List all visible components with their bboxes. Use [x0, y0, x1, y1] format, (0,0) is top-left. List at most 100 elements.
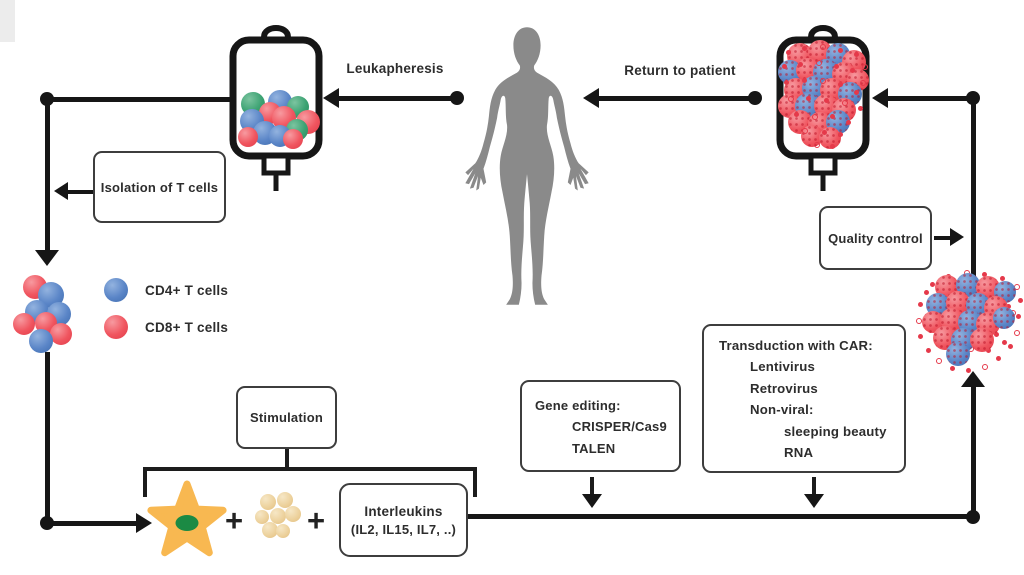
transduction-nonviral: Non-viral:	[750, 402, 814, 418]
gene-editing-title: Gene editing:	[535, 398, 621, 413]
virus-speck	[994, 332, 999, 337]
virus-speck	[1016, 314, 1021, 319]
virus-speck	[930, 282, 935, 287]
virus-speck	[784, 80, 789, 85]
isolation-arrow-line	[66, 190, 93, 194]
main-process-line	[468, 513, 975, 519]
arrowhead-to-star	[136, 513, 152, 533]
virus-speck	[838, 132, 843, 137]
virus-speck	[786, 50, 791, 55]
flow-line-cluster-down	[45, 352, 50, 523]
virus-speck	[850, 68, 855, 73]
virus-speck	[916, 318, 922, 324]
virus-speck	[788, 96, 794, 102]
virus-speck	[812, 114, 818, 120]
quality-control-label: Quality control	[828, 230, 923, 246]
stimulation-label: Stimulation	[250, 410, 323, 425]
virus-speck	[782, 64, 787, 69]
virus-speck	[858, 106, 863, 111]
return-line	[596, 96, 755, 101]
legend-cd4: CD4+ T cells	[104, 278, 228, 302]
virus-speck	[820, 78, 826, 84]
bead-cell	[262, 522, 278, 538]
gene-editing-item-talen: TALEN	[572, 440, 616, 456]
virus-speck	[838, 48, 843, 53]
virus-speck	[834, 64, 839, 69]
junction-dot-bottom-right	[966, 510, 980, 524]
bracket-right-tick	[473, 467, 477, 497]
red-cell	[50, 323, 72, 345]
bag-spout	[808, 153, 838, 176]
virus-speck	[842, 100, 848, 106]
arrowhead-transduction	[804, 494, 824, 508]
cd4-label: CD4+ T cells	[145, 282, 229, 298]
junction-dot-body-left	[450, 91, 464, 105]
bag-spout	[261, 153, 291, 176]
patient-silhouette	[465, 27, 589, 305]
bracket-left-tick	[143, 467, 147, 497]
virus-speck	[838, 82, 843, 87]
legend-cd8: CD8+ T cells	[104, 315, 228, 339]
virus-speck	[822, 130, 827, 135]
red-cell	[283, 129, 303, 149]
junction-dot-right-bag-left	[748, 91, 762, 105]
virus-speck	[802, 78, 807, 83]
virus-speck	[1000, 276, 1005, 281]
bag-handle	[261, 25, 291, 40]
star-core	[175, 515, 199, 531]
interleukins-box: Interleukins (IL2, IL15, IL7, ..)	[339, 483, 468, 557]
flow-line-left-down	[44, 99, 50, 250]
interleukins-title: Interleukins	[364, 503, 443, 519]
arrowhead-into-patient	[583, 88, 599, 108]
virus-speck	[918, 302, 923, 307]
transduction-rna: RNA	[784, 445, 814, 461]
transduction-box: Transduction with CAR: Lentivirus Retrov…	[702, 324, 906, 473]
virus-speck	[846, 120, 851, 125]
transduction-retrovirus: Retrovirus	[750, 380, 818, 396]
stimulation-stem	[285, 449, 289, 470]
virus-speck	[854, 90, 859, 95]
virus-speck	[1014, 330, 1020, 336]
virus-speck	[802, 128, 808, 134]
arrowhead-down-to-isolated-cells	[35, 250, 59, 266]
isolation-label: Isolation of T cells	[100, 179, 219, 195]
virus-speck	[816, 60, 822, 66]
cd4-swatch	[104, 278, 128, 302]
isolated-t-cells-cluster	[12, 266, 82, 361]
virus-speck	[860, 80, 866, 86]
transduction-sleeping-beauty: sleeping beauty	[784, 423, 887, 439]
cd8-swatch	[104, 315, 128, 339]
virus-speck	[806, 96, 811, 101]
plus-sign-1: +	[224, 503, 244, 538]
virus-speck	[830, 114, 835, 119]
car-t-cells-cluster	[918, 272, 1022, 372]
virus-speck	[986, 348, 991, 353]
bead-cell	[285, 506, 301, 522]
plus-sign-2: +	[306, 503, 326, 538]
transduction-lentivirus: Lentivirus	[750, 359, 816, 375]
line-cluster-to-bag	[885, 96, 971, 101]
virus-speck	[862, 64, 868, 70]
transduction-title: Transduction with CAR:	[719, 338, 873, 353]
leukapheresis-label: Leukapheresis	[346, 61, 444, 76]
gene-editing-box: Gene editing: CRISPER/Cas9 TALEN	[520, 380, 681, 472]
virus-speck	[794, 112, 799, 117]
bead-cell	[270, 508, 286, 524]
right-column-line-lower	[971, 385, 976, 517]
watermark-fragment	[0, 0, 15, 42]
stimulation-box: Stimulation	[236, 386, 337, 449]
virus-speck	[950, 366, 955, 371]
quality-control-box: Quality control	[819, 206, 932, 270]
right-column-line-upper	[971, 98, 976, 278]
quality-control-arrow-line	[934, 236, 952, 240]
arrowhead-gene-editing	[582, 494, 602, 508]
virus-speck	[798, 62, 803, 67]
isolation-box: Isolation of T cells	[93, 151, 226, 223]
virus-speck	[926, 348, 931, 353]
left-bag-cells	[238, 90, 320, 149]
arrowhead-isolation	[54, 182, 68, 200]
virus-speck	[1008, 344, 1013, 349]
virus-speck	[824, 98, 829, 103]
gene-editing-arrow-line	[590, 477, 594, 499]
